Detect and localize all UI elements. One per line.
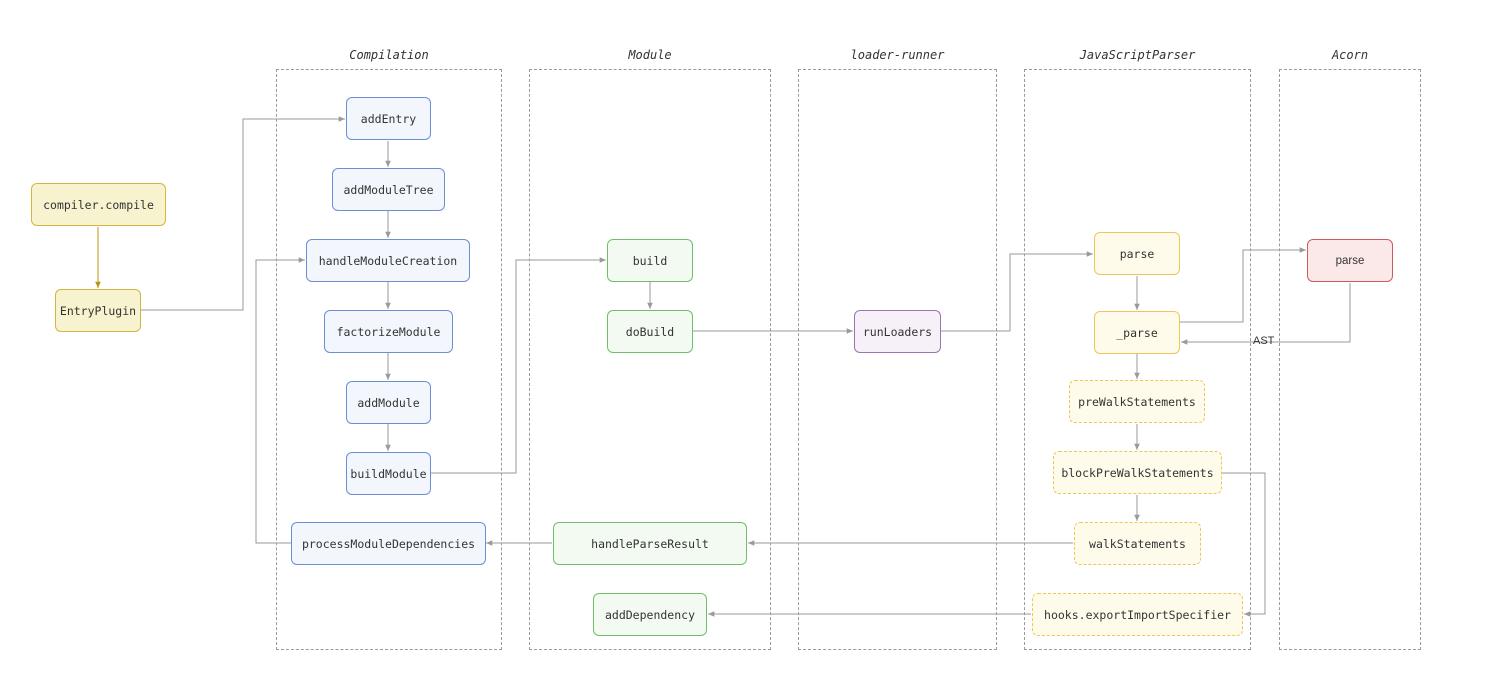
node-run-loaders[interactable]: runLoaders <box>854 310 941 353</box>
edge-underscore-parse-to-acorn-parse <box>1180 247 1306 323</box>
lane-title-module: Module <box>628 48 672 62</box>
lane-javascript-parser <box>1024 69 1251 650</box>
lane-module <box>529 69 771 650</box>
lane-acorn <box>1279 69 1421 650</box>
node-handle-parse-result[interactable]: handleParseResult <box>553 522 747 565</box>
node-build-module[interactable]: buildModule <box>346 452 431 495</box>
edge-block-pre-walk-to-hooks-export-import-specifier <box>1222 472 1266 617</box>
node-hooks-export-import-specifier[interactable]: hooks.exportImportSpecifier <box>1032 593 1243 636</box>
node-process-module-dependencies[interactable]: processModuleDependencies <box>291 522 486 565</box>
lane-compilation <box>276 69 502 650</box>
edge-label-ast: AST <box>1253 335 1275 347</box>
lane-title-loader-runner: loader-runner <box>850 48 945 62</box>
edge-entry-plugin-to-add-entry <box>141 116 345 311</box>
edge-run-loaders-to-parse <box>941 251 1093 332</box>
node-acorn-parse[interactable]: parse <box>1307 239 1393 282</box>
node-add-module[interactable]: addModule <box>346 381 431 424</box>
node-add-entry[interactable]: addEntry <box>346 97 431 140</box>
node-factorize-module[interactable]: factorizeModule <box>324 310 453 353</box>
node-underscore-parse[interactable]: _parse <box>1094 311 1180 354</box>
edge-process-module-dependencies-to-handle-module-creation <box>255 257 305 544</box>
node-walk-statements[interactable]: walkStatements <box>1074 522 1201 565</box>
edge-acorn-parse-ast-to-underscore-parse <box>1181 283 1351 345</box>
node-pre-walk-statements[interactable]: preWalkStatements <box>1069 380 1205 423</box>
lane-title-javascript-parser: JavaScriptParser <box>1079 48 1196 62</box>
node-parser-parse[interactable]: parse <box>1094 232 1180 275</box>
node-add-dependency[interactable]: addDependency <box>593 593 707 636</box>
node-handle-module-creation[interactable]: handleModuleCreation <box>306 239 470 282</box>
node-add-module-tree[interactable]: addModuleTree <box>332 168 445 211</box>
edge-build-module-to-build <box>431 257 606 474</box>
node-build[interactable]: build <box>607 239 693 282</box>
node-do-build[interactable]: doBuild <box>607 310 693 353</box>
lane-title-compilation: Compilation <box>349 48 429 62</box>
node-block-pre-walk-statements[interactable]: blockPreWalkStatements <box>1053 451 1222 494</box>
node-entry-plugin[interactable]: EntryPlugin <box>55 289 141 332</box>
lane-title-acorn: Acorn <box>1331 48 1369 62</box>
node-compiler-compile[interactable]: compiler.compile <box>31 183 166 226</box>
lane-loader-runner <box>798 69 997 650</box>
